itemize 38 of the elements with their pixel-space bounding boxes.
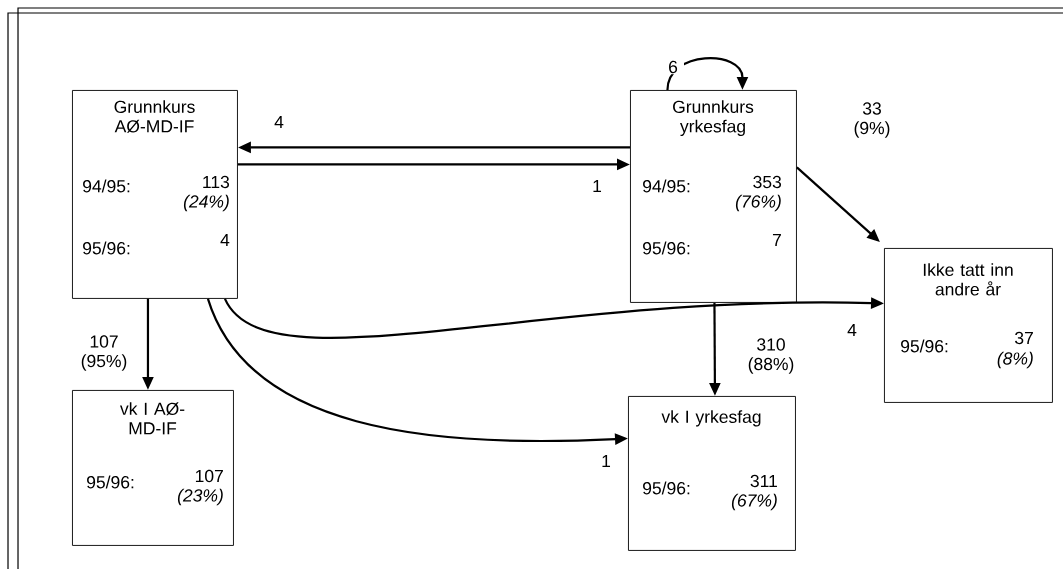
value-text: 107	[195, 469, 223, 483]
edge-label: 107 (95%)	[75, 334, 133, 372]
value-text: 95/96:	[901, 339, 948, 353]
value-text: 37	[1015, 331, 1033, 345]
value-text: 353	[753, 175, 782, 189]
value-text: 94/95:	[643, 179, 690, 193]
box	[884, 248, 1053, 403]
value-text: 7	[772, 233, 781, 246]
box	[628, 396, 796, 551]
edge-label: 4	[841, 322, 863, 337]
box	[72, 90, 238, 299]
node-title: Grunnkurs AØ-MD-IF	[114, 100, 195, 133]
value-text: 95/96:	[643, 241, 690, 255]
value-text: (76%)	[735, 194, 781, 212]
value-text: (8%)	[997, 351, 1033, 369]
box	[72, 390, 234, 546]
value-text: (67%)	[731, 493, 777, 511]
node-title: Grunnkurs yrkesfag	[673, 100, 754, 136]
arrow	[666, 57, 749, 91]
edge-label: 1	[595, 453, 617, 468]
node-title: Ikke tatt inn andre år	[923, 263, 1013, 296]
value-text: 95/96:	[87, 475, 134, 489]
edge-label: 6	[662, 59, 684, 75]
value-text: 4	[220, 233, 230, 246]
edge-label: 310 (88%)	[742, 337, 800, 375]
box	[630, 90, 797, 303]
value-text: 95/96:	[83, 241, 130, 255]
value-text: 113	[203, 175, 230, 189]
edge-label: 1	[586, 178, 608, 193]
edge-label: 33 (9%)	[846, 101, 898, 139]
node-title: vk I AØ-MD-IF	[120, 402, 185, 435]
value-text: 95/96:	[643, 481, 690, 495]
value-text: (24%)	[183, 194, 229, 212]
value-text: (23%)	[177, 488, 223, 506]
node-title: vk I yrkesfag	[661, 410, 761, 427]
edge-label: 4	[268, 114, 290, 129]
value-text: 94/95:	[83, 179, 130, 193]
value-text: 311	[750, 474, 777, 488]
